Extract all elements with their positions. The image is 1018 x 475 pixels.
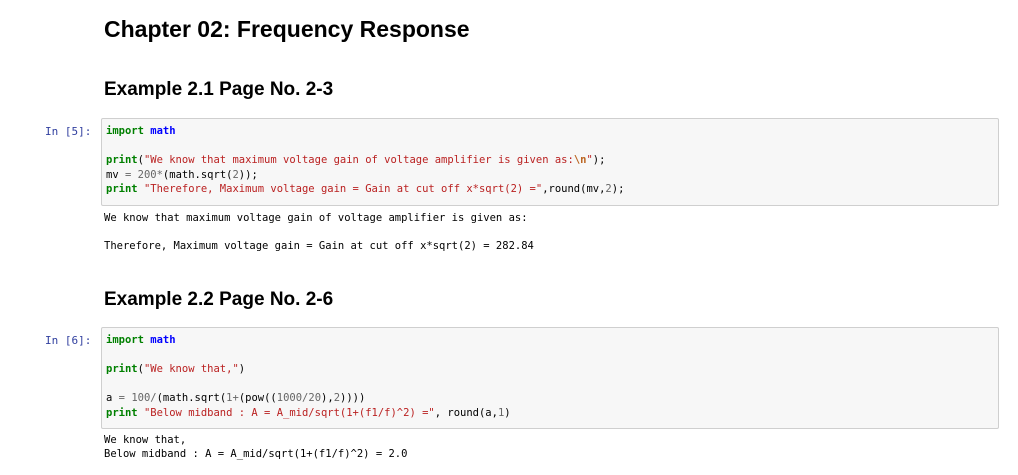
output-line: We know that maximum voltage gain of vol… bbox=[104, 212, 528, 224]
code-token: 200 bbox=[137, 168, 157, 181]
code-token: (math.sqrt( bbox=[156, 392, 227, 404]
code-token: ) bbox=[504, 406, 511, 419]
output-line: We know that, bbox=[104, 434, 187, 446]
code-editor[interactable]: import math print("We know that maximum … bbox=[106, 119, 994, 197]
cell-output: We know that, Below midband : A = A_mid/… bbox=[104, 433, 407, 461]
code-token: * bbox=[156, 168, 163, 181]
code-token: print bbox=[106, 154, 138, 166]
code-token: ( bbox=[137, 154, 144, 166]
code-token: = bbox=[118, 392, 125, 404]
code-token: 1 bbox=[497, 406, 505, 419]
code-token: math bbox=[150, 334, 176, 346]
code-token: ), bbox=[321, 392, 334, 404]
code-token: " bbox=[586, 154, 593, 166]
code-token: a bbox=[106, 392, 119, 404]
input-prompt: In [5]: bbox=[45, 125, 92, 138]
code-token: "We know that maximum voltage gain of vo… bbox=[143, 154, 574, 166]
code-token: ); bbox=[611, 183, 625, 195]
code-token: mv bbox=[106, 168, 125, 181]
example-heading: Example 2.2 Page No. 2-6 bbox=[104, 289, 334, 310]
code-token: (pow(( bbox=[238, 392, 277, 404]
code-token: print bbox=[106, 406, 138, 419]
code-token: 2 bbox=[232, 168, 239, 181]
code-token: , round(a, bbox=[434, 406, 498, 419]
chapter-title: Chapter 02: Frequency Response bbox=[104, 16, 470, 42]
code-editor[interactable]: import math print("We know that,") a = 1… bbox=[106, 328, 994, 420]
cell-output: We know that maximum voltage gain of vol… bbox=[104, 211, 534, 253]
code-token: + bbox=[232, 392, 239, 404]
code-token: "We know that," bbox=[143, 363, 239, 375]
code-token: 1 bbox=[226, 392, 233, 404]
code-token: math bbox=[150, 125, 176, 137]
code-token: ); bbox=[592, 154, 606, 166]
input-prompt: In [6]: bbox=[45, 334, 92, 347]
code-token: import bbox=[106, 125, 144, 137]
code-token: 2 bbox=[605, 183, 612, 195]
code-token: "Below midband : A = A_mid/sqrt(1+(f1/f)… bbox=[143, 406, 435, 419]
code-token: (math.sqrt( bbox=[162, 168, 233, 181]
code-token: 1000 bbox=[276, 392, 303, 404]
code-token: / bbox=[150, 392, 157, 404]
code-token: )); bbox=[238, 168, 258, 181]
code-token: ) bbox=[238, 363, 246, 375]
code-token: 2 bbox=[333, 392, 341, 404]
code-token: = bbox=[124, 168, 132, 181]
code-token: )))) bbox=[340, 392, 366, 404]
output-line: Below midband : A = A_mid/sqrt(1+(f1/f)^… bbox=[104, 448, 408, 460]
code-token: 20 bbox=[308, 392, 322, 404]
code-cell[interactable]: import math print("We know that maximum … bbox=[101, 118, 999, 206]
output-line: Therefore, Maximum voltage gain = Gain a… bbox=[104, 240, 534, 252]
code-cell[interactable]: import math print("We know that,") a = 1… bbox=[101, 327, 999, 429]
code-token: 100 bbox=[131, 392, 151, 404]
code-token: "Therefore, Maximum voltage gain = Gain … bbox=[143, 183, 543, 195]
code-token: print bbox=[106, 363, 138, 375]
example-heading: Example 2.1 Page No. 2-3 bbox=[104, 79, 334, 100]
code-token: print bbox=[106, 183, 138, 195]
code-token: import bbox=[106, 334, 144, 346]
code-token: / bbox=[302, 392, 309, 404]
code-token: ( bbox=[137, 363, 144, 375]
code-token: \n bbox=[573, 154, 587, 166]
code-token: ,round(mv, bbox=[542, 183, 606, 195]
